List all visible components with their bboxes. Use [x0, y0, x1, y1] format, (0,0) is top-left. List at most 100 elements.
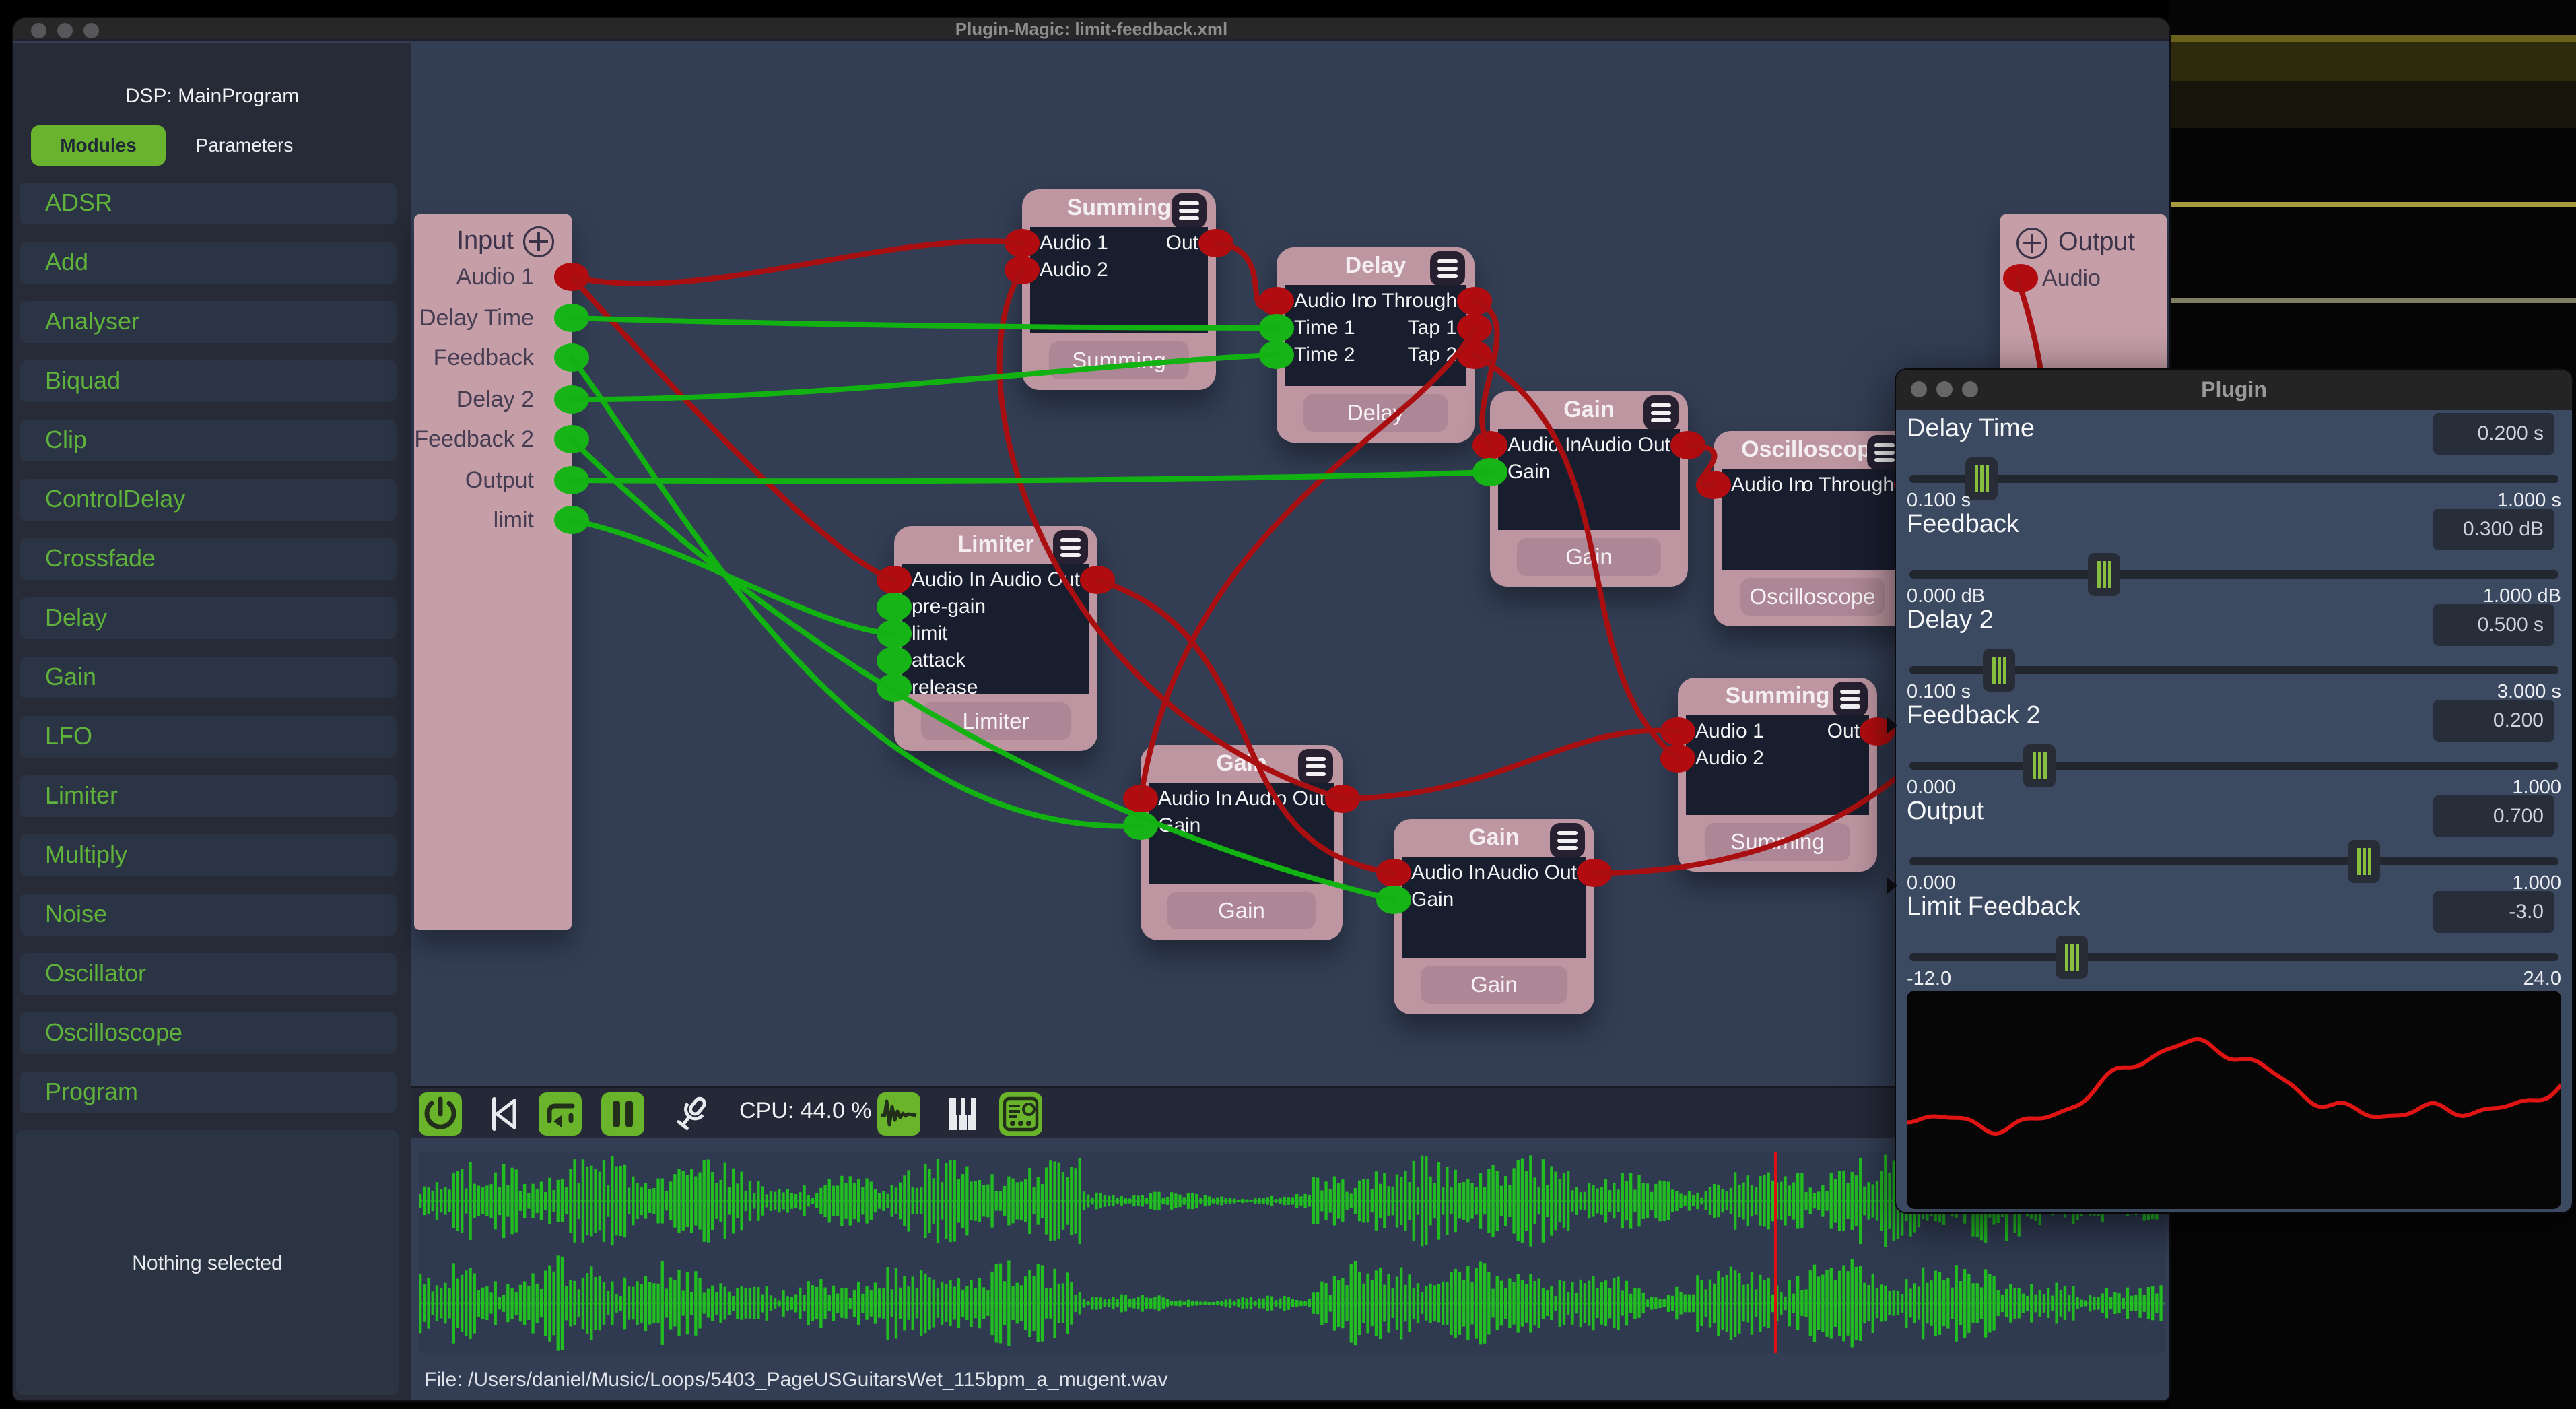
port-o-through[interactable] — [1457, 287, 1492, 315]
node-footer-button[interactable]: Oscilloscope — [1740, 578, 1885, 616]
port-audio-1[interactable] — [1005, 229, 1040, 257]
sidebar-item-program[interactable]: Program — [20, 1072, 397, 1113]
port-audio-out[interactable] — [1577, 859, 1612, 887]
sidebar-item-oscilloscope[interactable]: Oscilloscope — [20, 1012, 397, 1054]
sidebar-item-add[interactable]: Add — [20, 242, 397, 284]
zoom-window-icon[interactable] — [1962, 381, 1978, 397]
port-audio-1[interactable] — [1660, 717, 1695, 746]
loop-button[interactable] — [539, 1092, 582, 1136]
port-time-2[interactable] — [1259, 341, 1294, 369]
port-pre-gain[interactable] — [877, 593, 912, 621]
port-time-1[interactable] — [1259, 314, 1294, 342]
node-menu-icon[interactable] — [1430, 251, 1465, 286]
sidebar-item-oscillator[interactable]: Oscillator — [20, 953, 397, 995]
param-slider-track[interactable] — [1909, 857, 2558, 865]
port-out[interactable] — [1198, 229, 1233, 257]
tab-modules[interactable]: Modules — [31, 125, 166, 166]
param-slider-handle[interactable] — [2056, 936, 2088, 979]
port-limit[interactable] — [554, 506, 589, 534]
node-footer-button[interactable]: Delay — [1303, 394, 1448, 432]
node-menu-icon[interactable] — [1833, 682, 1868, 717]
port-audio-in[interactable] — [1123, 785, 1158, 813]
port-audio-in[interactable] — [1259, 287, 1294, 315]
port-audio-in[interactable] — [1696, 471, 1731, 499]
node-footer-button[interactable]: Summing — [1705, 823, 1850, 861]
port-audio-1[interactable] — [554, 263, 589, 291]
port-audio-in[interactable] — [877, 566, 912, 594]
param-value-box[interactable]: 0.200 — [2433, 700, 2554, 742]
zoom-window-icon[interactable] — [83, 23, 99, 38]
port-release[interactable] — [877, 674, 912, 702]
port-gain[interactable] — [1472, 458, 1507, 486]
port-tap-2[interactable] — [1457, 341, 1492, 369]
port-output[interactable] — [554, 466, 589, 494]
port-feedback-2[interactable] — [554, 425, 589, 453]
port-gain[interactable] — [1376, 886, 1411, 914]
param-slider-handle[interactable] — [2023, 744, 2056, 787]
param-slider-track[interactable] — [1909, 953, 2558, 961]
port-audio-2[interactable] — [1005, 256, 1040, 284]
sidebar-item-adsr[interactable]: ADSR — [20, 183, 397, 224]
port-audio-out[interactable] — [1670, 431, 1705, 459]
pause-button[interactable] — [601, 1092, 644, 1136]
sidebar-item-crossfade[interactable]: Crossfade — [20, 538, 397, 580]
param-value-box[interactable]: -3.0 — [2433, 891, 2554, 933]
tab-parameters[interactable]: Parameters — [195, 135, 294, 156]
port-feedback[interactable] — [554, 343, 589, 372]
port-audio-in[interactable] — [1472, 431, 1507, 459]
param-value-box[interactable]: 0.700 — [2433, 795, 2554, 837]
record-arm-button[interactable] — [670, 1092, 713, 1136]
sidebar-item-multiply[interactable]: Multiply — [20, 834, 397, 876]
node-menu-icon[interactable] — [1643, 395, 1679, 430]
port-tap-1[interactable] — [1457, 314, 1492, 342]
sidebar-item-gain[interactable]: Gain — [20, 657, 397, 698]
sidebar-item-lfo[interactable]: LFO — [20, 716, 397, 758]
add-port-icon[interactable] — [523, 226, 554, 257]
add-port-icon[interactable] — [2016, 228, 2047, 259]
node-footer-button[interactable]: Gain — [1517, 538, 1661, 576]
plugin-titlebar[interactable]: Plugin — [1896, 370, 2572, 410]
playhead[interactable] — [1774, 1152, 1777, 1353]
port-attack[interactable] — [877, 647, 912, 675]
port-limit[interactable] — [877, 620, 912, 648]
mixer-button[interactable] — [999, 1092, 1042, 1136]
param-slider-track[interactable] — [1909, 762, 2558, 770]
node-footer-button[interactable]: Gain — [1421, 966, 1567, 1004]
port-audio-in[interactable] — [1376, 859, 1411, 887]
node-footer-button[interactable]: Gain — [1167, 892, 1316, 929]
param-slider-handle[interactable] — [1983, 649, 2016, 692]
param-slider-track[interactable] — [1909, 570, 2558, 579]
sidebar-item-analyser[interactable]: Analyser — [20, 301, 397, 343]
power-button[interactable] — [419, 1092, 462, 1136]
node-footer-button[interactable]: Limiter — [921, 702, 1071, 740]
port-audio-out[interactable] — [1325, 785, 1360, 813]
port-audio[interactable] — [2003, 264, 2038, 292]
midi-keyboard-button[interactable] — [941, 1092, 984, 1136]
window-titlebar[interactable]: Plugin-Magic: limit-feedback.xml — [13, 18, 2169, 41]
sidebar-item-clip[interactable]: Clip — [20, 420, 397, 461]
node-menu-icon[interactable] — [1550, 823, 1585, 858]
sidebar-item-delay[interactable]: Delay — [20, 597, 397, 639]
close-window-icon[interactable] — [1911, 381, 1927, 397]
port-audio-2[interactable] — [1660, 744, 1695, 773]
param-slider-track[interactable] — [1909, 475, 2558, 483]
sidebar-item-biquad[interactable]: Biquad — [20, 360, 397, 402]
minimize-window-icon[interactable] — [1936, 381, 1953, 397]
port-audio-out[interactable] — [1080, 566, 1115, 594]
waveform-view-button[interactable] — [877, 1092, 920, 1136]
param-value-box[interactable]: 0.500 s — [2433, 604, 2554, 646]
param-slider-handle[interactable] — [2347, 840, 2380, 883]
node-menu-icon[interactable] — [1172, 193, 1207, 228]
node-footer-button[interactable]: Summing — [1049, 341, 1189, 379]
port-delay-time[interactable] — [554, 304, 589, 332]
